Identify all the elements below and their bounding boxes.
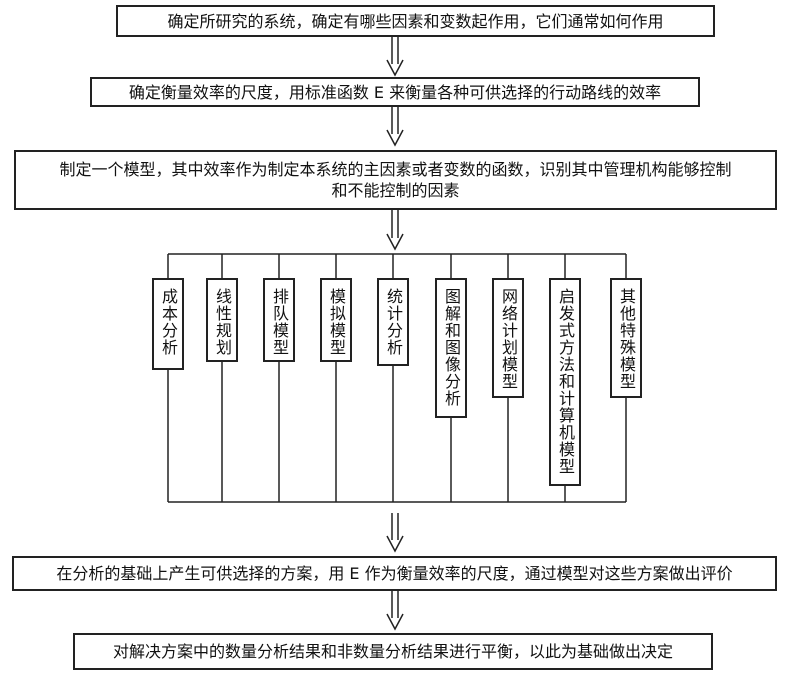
model-label: 统计分析 (384, 288, 403, 356)
step-2-box: 确定衡量效率的尺度，用标准函数 E 来衡量各种可供选择的行动路线的效率 (90, 77, 700, 107)
double-arrow-down-icon (386, 107, 404, 147)
model-box-queuing-model: 排队模型 (263, 278, 295, 362)
double-arrow-down-icon (386, 591, 404, 631)
model-box-other-special-models: 其他特殊模型 (610, 278, 642, 398)
step-4-text: 在分析的基础上产生可供选择的方案，用 E 作为衡量效率的尺度，通过模型对这些方案… (56, 564, 733, 583)
step-4-box: 在分析的基础上产生可供选择的方案，用 E 作为衡量效率的尺度，通过模型对这些方案… (12, 556, 777, 591)
model-label: 网络计划模型 (499, 288, 518, 390)
model-box-cost-analysis: 成本分析 (152, 278, 184, 370)
model-label: 其他特殊模型 (617, 288, 636, 390)
model-label: 模拟模型 (327, 288, 346, 356)
double-arrow-down-icon (386, 513, 404, 553)
double-arrow-down-icon (386, 210, 404, 251)
step-1-box: 确定所研究的系统，确定有哪些因素和变数起作用，它们通常如何作用 (116, 5, 715, 37)
double-arrow-down-icon (386, 37, 404, 77)
step-3-box: 制定一个模型，其中效率作为制定本系统的主因素或者变数的函数，识别其中管理机构能够… (14, 150, 777, 210)
step-1-text: 确定所研究的系统，确定有哪些因素和变数起作用，它们通常如何作用 (167, 11, 664, 31)
step-5-box: 对解决方案中的数量分析结果和非数量分析结果进行平衡，以此为基础做出决定 (73, 633, 713, 670)
model-box-statistical-analysis: 统计分析 (377, 278, 409, 366)
model-box-graphical-analysis: 图解和图像分析 (435, 278, 467, 418)
step-5-text: 对解决方案中的数量分析结果和非数量分析结果进行平衡，以此为基础做出决定 (112, 642, 673, 661)
model-box-heuristic-computer-model: 启发式方法和计算机模型 (549, 278, 581, 486)
model-label: 线性规划 (213, 288, 232, 356)
model-label: 成本分析 (159, 288, 178, 356)
step-3-text-line2: 和不能控制的因素 (331, 181, 460, 200)
step-3-text-line1: 制定一个模型，其中效率作为制定本系统的主因素或者变数的函数，识别其中管理机构能够… (59, 160, 732, 179)
branch-drops (167, 254, 627, 278)
step-2-text: 确定衡量效率的尺度，用标准函数 E 来衡量各种可供选择的行动路线的效率 (128, 82, 662, 102)
branch-tails (167, 362, 627, 502)
model-box-network-planning: 网络计划模型 (492, 278, 524, 398)
model-box-simulation-model: 模拟模型 (320, 278, 352, 362)
model-label: 启发式方法和计算机模型 (556, 288, 575, 475)
model-label: 排队模型 (270, 288, 289, 356)
model-label: 图解和图像分析 (442, 288, 461, 407)
model-box-linear-programming: 线性规划 (206, 278, 238, 362)
